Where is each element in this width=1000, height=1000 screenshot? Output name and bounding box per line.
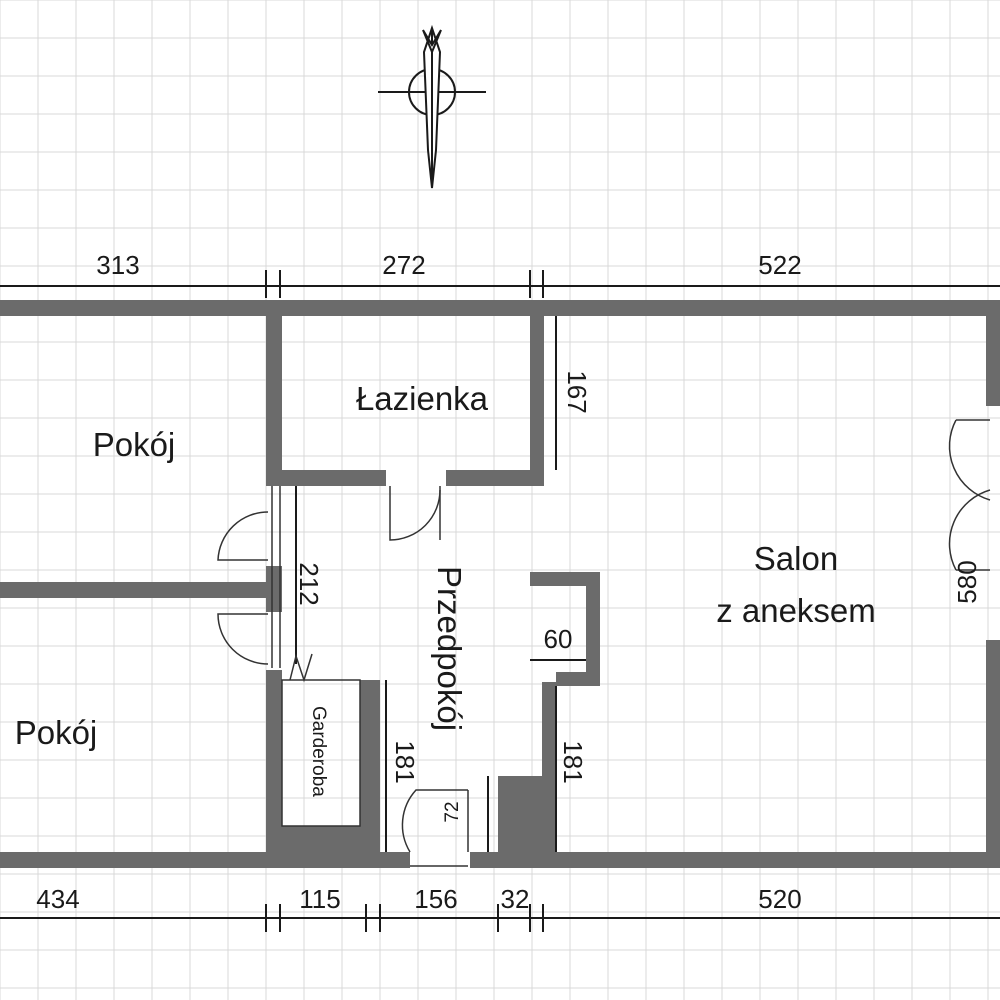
dim-bottom-3: 156: [414, 884, 457, 914]
dim-niche: 60: [544, 624, 573, 654]
compass-north-icon: [378, 24, 486, 189]
dim-bottom-5: 520: [758, 884, 801, 914]
room-label-pokoj-top: Pokój: [93, 426, 176, 463]
dim-salon-height: 181: [558, 740, 588, 783]
dim-hall-width: 212: [294, 562, 324, 605]
dim-entry-width: 72: [442, 801, 463, 822]
room-label-salon: Salon: [754, 540, 838, 577]
dim-top-2: 272: [382, 250, 425, 280]
door-swings: [217, 316, 991, 867]
room-label-garderoba: Garderoba: [308, 706, 329, 797]
room-label-przedpokoj: Przedpokój: [431, 566, 468, 731]
dim-lazienka-height: 167: [562, 370, 592, 413]
room-label-pokoj-bottom: Pokój: [15, 714, 98, 751]
room-label-lazienka: Łazienka: [356, 380, 489, 417]
walls: [0, 300, 1000, 868]
bottom-dimension-line: [0, 904, 1000, 932]
dim-salon-depth: 580: [952, 560, 982, 603]
dim-bottom-2: 115: [299, 884, 340, 914]
dim-garderoba-height: 181: [390, 740, 420, 783]
top-dimension-line: [0, 270, 1000, 298]
dim-top-3: 522: [758, 250, 801, 280]
room-label-salon-sub: z aneksem: [716, 592, 876, 629]
dim-top-1: 313: [96, 250, 139, 280]
dim-bottom-4: 32: [501, 884, 530, 914]
dim-bottom-1: 434: [36, 884, 79, 914]
